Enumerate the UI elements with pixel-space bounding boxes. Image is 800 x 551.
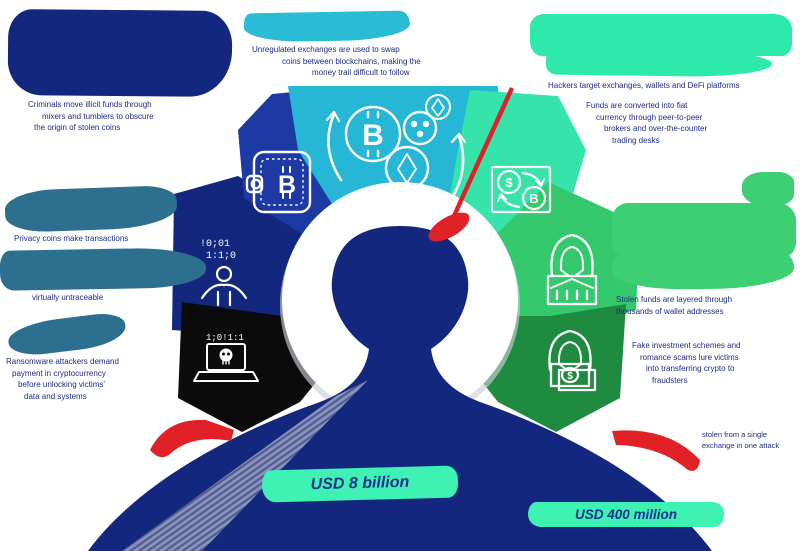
heading-top-left-label: Money Laundering bbox=[8, 9, 233, 97]
stat-laundered: USD 8 billion bbox=[261, 465, 459, 503]
text-line: coins between blockchains, making the bbox=[282, 56, 421, 66]
text-line: trading desks bbox=[612, 135, 660, 145]
text-block-bottom-right: stolen from a single exchange in one att… bbox=[702, 430, 779, 452]
hacker-cash-icon: $ bbox=[548, 329, 597, 392]
red-pointer-brush bbox=[428, 212, 470, 242]
text-line: Funds are converted into fiat bbox=[586, 101, 688, 110]
text-line: Fake investment schemes and bbox=[632, 341, 741, 350]
text-line: into transferring crypto to bbox=[646, 364, 735, 374]
svg-text:1:1;0: 1:1;0 bbox=[206, 251, 236, 262]
heading-top-center-label: Crypto Exchanges bbox=[244, 11, 410, 43]
stat-stolen: USD 400 million bbox=[528, 502, 724, 527]
svg-text:!0;01: !0;01 bbox=[200, 239, 230, 250]
heading-left-mid-2-label: Darknet Markets bbox=[0, 247, 206, 291]
hacker-bank-icon bbox=[546, 233, 598, 306]
svg-text:1;0!1:1: 1;0!1:1 bbox=[206, 333, 244, 343]
text-line: before unlocking victims' bbox=[18, 380, 105, 390]
svg-text:$: $ bbox=[567, 371, 573, 382]
heading-top-left: Money Laundering bbox=[7, 9, 233, 97]
text-line: exchange in one attack bbox=[702, 440, 780, 450]
text-line: the origin of stolen coins bbox=[34, 123, 121, 133]
heading-top-right-2 bbox=[545, 48, 773, 78]
text-line: virtually untraceable bbox=[32, 293, 104, 302]
text-line: brokers and over-the-counter bbox=[604, 124, 708, 134]
text-block-right-mid: Funds are converted into fiat currency t… bbox=[586, 100, 707, 146]
text-line: Unregulated exchanges are used to swap bbox=[252, 45, 400, 54]
text-line: romance scams lure victims bbox=[640, 352, 739, 362]
text-block-left-mid-a: Privacy coins make transactions bbox=[14, 233, 128, 245]
text-line: Criminals move illicit funds through bbox=[28, 100, 152, 109]
text-line: currency through peer-to-peer bbox=[596, 112, 703, 122]
text-block-top-left: Criminals move illicit funds through mix… bbox=[28, 99, 154, 134]
text-line: Stolen funds are layered through bbox=[616, 295, 733, 304]
stat-stolen-value: USD 400 million bbox=[574, 507, 678, 522]
red-brush-left bbox=[150, 419, 234, 458]
text-line: Ransomware attackers demand bbox=[6, 357, 119, 366]
svg-text:B: B bbox=[529, 191, 538, 206]
dollar-bitcoin-exchange-icon: $ B bbox=[490, 165, 552, 214]
crypto-cycle-icon: B bbox=[325, 94, 467, 200]
text-line: mixers and tumblers to obscure bbox=[42, 111, 154, 121]
svg-text:$: $ bbox=[505, 175, 513, 190]
heading-left-mid-1: Privacy Coins bbox=[4, 185, 178, 233]
svg-text:B: B bbox=[278, 171, 296, 199]
binary-hacker-icon: !0;01 1:1;0 bbox=[200, 239, 248, 307]
text-line: thousands of wallet addresses bbox=[616, 306, 724, 316]
laptop-skull-icon: 1;0!1:1 bbox=[193, 333, 259, 382]
text-line: money trail difficult to follow bbox=[312, 68, 410, 78]
text-block-left-mid-b: virtually untraceable bbox=[32, 292, 103, 304]
heading-top-center: Crypto Exchanges bbox=[243, 10, 411, 43]
text-block-top-right: Hackers target exchanges, wallets and De… bbox=[548, 80, 740, 92]
svg-text:B: B bbox=[362, 119, 384, 152]
heading-right bbox=[742, 172, 794, 206]
text-line: data and systems bbox=[24, 391, 87, 401]
red-pointer-line bbox=[451, 87, 515, 217]
text-block-right-lower: Fake investment schemes and romance scam… bbox=[632, 340, 741, 386]
red-brush-right bbox=[612, 430, 700, 471]
text-block-top-center: Unregulated exchanges are used to swap c… bbox=[252, 44, 421, 79]
heading-right-main: Scams & Investment Fraud bbox=[612, 203, 796, 257]
text-block-left-bottom: Ransomware attackers demand payment in c… bbox=[6, 356, 119, 402]
wallet-bitcoin-icon: B bbox=[245, 150, 312, 214]
text-block-right: Stolen funds are layered through thousan… bbox=[616, 294, 732, 317]
shoulder-hatch-shading bbox=[122, 380, 368, 551]
text-line: payment in cryptocurrency bbox=[12, 368, 106, 378]
stat-laundered-value: USD 8 billion bbox=[310, 473, 410, 494]
text-line: Hackers target exchanges, wallets and De… bbox=[548, 81, 740, 90]
text-line: stolen from a single bbox=[702, 430, 768, 439]
heading-right-label: Scams & Investment Fraud bbox=[612, 203, 796, 257]
heading-left-mid-1-label: Privacy Coins bbox=[4, 185, 177, 233]
heading-left-mid-2: Darknet Markets bbox=[0, 247, 207, 291]
text-line: fraudsters bbox=[652, 375, 688, 385]
text-line: Privacy coins make transactions bbox=[14, 234, 129, 243]
